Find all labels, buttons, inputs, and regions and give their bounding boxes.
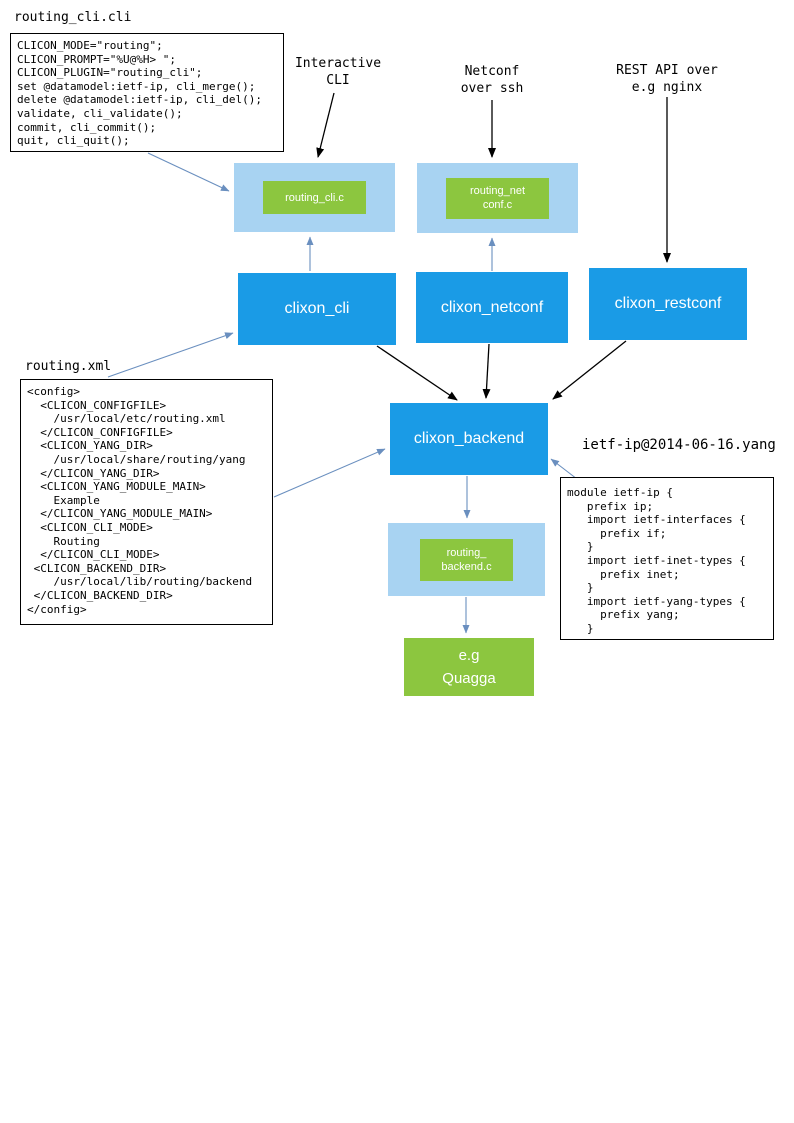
code-box-routing-xml: <config> <CLICON_CONFIGFILE> /usr/local/… <box>20 379 273 625</box>
code-box-ietf-ip-yang: module ietf-ip { prefix ip; import ietf-… <box>560 477 774 640</box>
plugin-panel-backend: routing_ backend.c <box>388 523 545 596</box>
arrow-xml-box-to-backend <box>273 448 386 498</box>
arrow-netconf-to-backend <box>482 343 491 399</box>
plugin-panel-cli: routing_cli.c <box>234 163 395 232</box>
node-quagga: e.g Quagga <box>404 638 534 696</box>
node-clixon-restconf: clixon_restconf <box>589 268 747 340</box>
file-label-routing-xml: routing.xml <box>25 359 112 374</box>
arrow-cli-code-to-cli-plugin <box>147 152 230 192</box>
arrow-yang-box-to-backend <box>550 458 578 480</box>
plugin-chip-routing-cli-c: routing_cli.c <box>263 181 366 214</box>
annotation-netconf-over-ssh: Netconf over ssh <box>460 64 524 96</box>
file-label-ietf-ip-yang: ietf-ip@2014-06-16.yang <box>582 437 776 453</box>
plugin-chip-routing-netconf-c: routing_net conf.c <box>446 177 549 219</box>
node-clixon-netconf: clixon_netconf <box>416 272 568 343</box>
node-clixon-cli: clixon_cli <box>238 273 396 345</box>
arrow-interactive-cli-to-cli-plugin <box>316 92 335 158</box>
node-clixon-backend: clixon_backend <box>390 403 548 475</box>
arrow-xml-label-to-clixon-cli <box>107 332 234 378</box>
arrow-restconf-to-backend <box>552 340 627 400</box>
code-box-routing-cli: CLICON_MODE="routing"; CLICON_PROMPT="%U… <box>10 33 284 152</box>
annotation-rest-api-nginx: REST API over e.g nginx <box>616 63 718 95</box>
plugin-chip-routing-backend-c: routing_ backend.c <box>420 538 513 581</box>
arrow-cli-to-backend <box>376 345 458 401</box>
file-label-routing-cli: routing_cli.cli <box>14 10 132 25</box>
annotation-interactive-cli: Interactive CLI <box>294 56 382 88</box>
plugin-panel-netconf: routing_net conf.c <box>417 163 578 233</box>
